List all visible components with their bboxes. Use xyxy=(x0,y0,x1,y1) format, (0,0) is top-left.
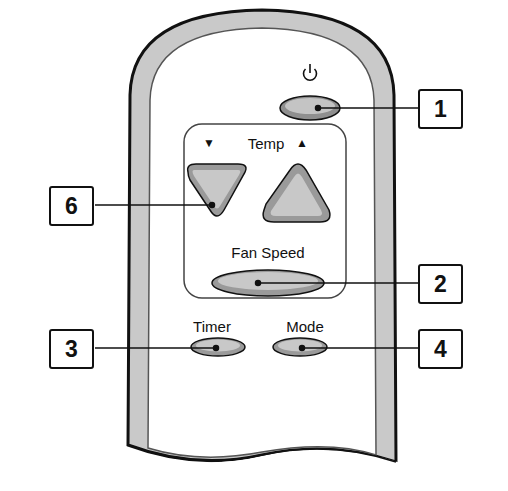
remote-body xyxy=(128,10,396,462)
callout-box: 1 xyxy=(418,89,463,129)
callout-box: 2 xyxy=(418,264,463,304)
temp-label: Temp xyxy=(248,136,285,151)
arrow-up-label: ▲ xyxy=(296,137,308,149)
callout-box: 3 xyxy=(49,329,94,369)
callout-number: 6 xyxy=(65,195,78,218)
callout-box: 6 xyxy=(49,186,94,226)
mode-button xyxy=(273,338,327,356)
timer-button xyxy=(191,338,245,356)
button-panel xyxy=(184,124,346,298)
timer-label: Timer xyxy=(193,319,231,334)
fan-speed-label: Fan Speed xyxy=(231,245,304,260)
temp-up-button xyxy=(263,164,330,222)
power-symbol xyxy=(304,64,317,80)
remote-face xyxy=(148,28,376,457)
callout-box: 4 xyxy=(418,329,463,369)
callout-number: 4 xyxy=(434,338,447,361)
callout-number: 1 xyxy=(434,98,447,121)
temp-down-button xyxy=(188,164,246,216)
mode-label: Mode xyxy=(286,319,324,334)
leader-lines xyxy=(95,106,418,351)
callout-number: 2 xyxy=(434,273,447,296)
arrow-down-label: ▼ xyxy=(203,137,215,149)
callout-number: 3 xyxy=(65,338,78,361)
